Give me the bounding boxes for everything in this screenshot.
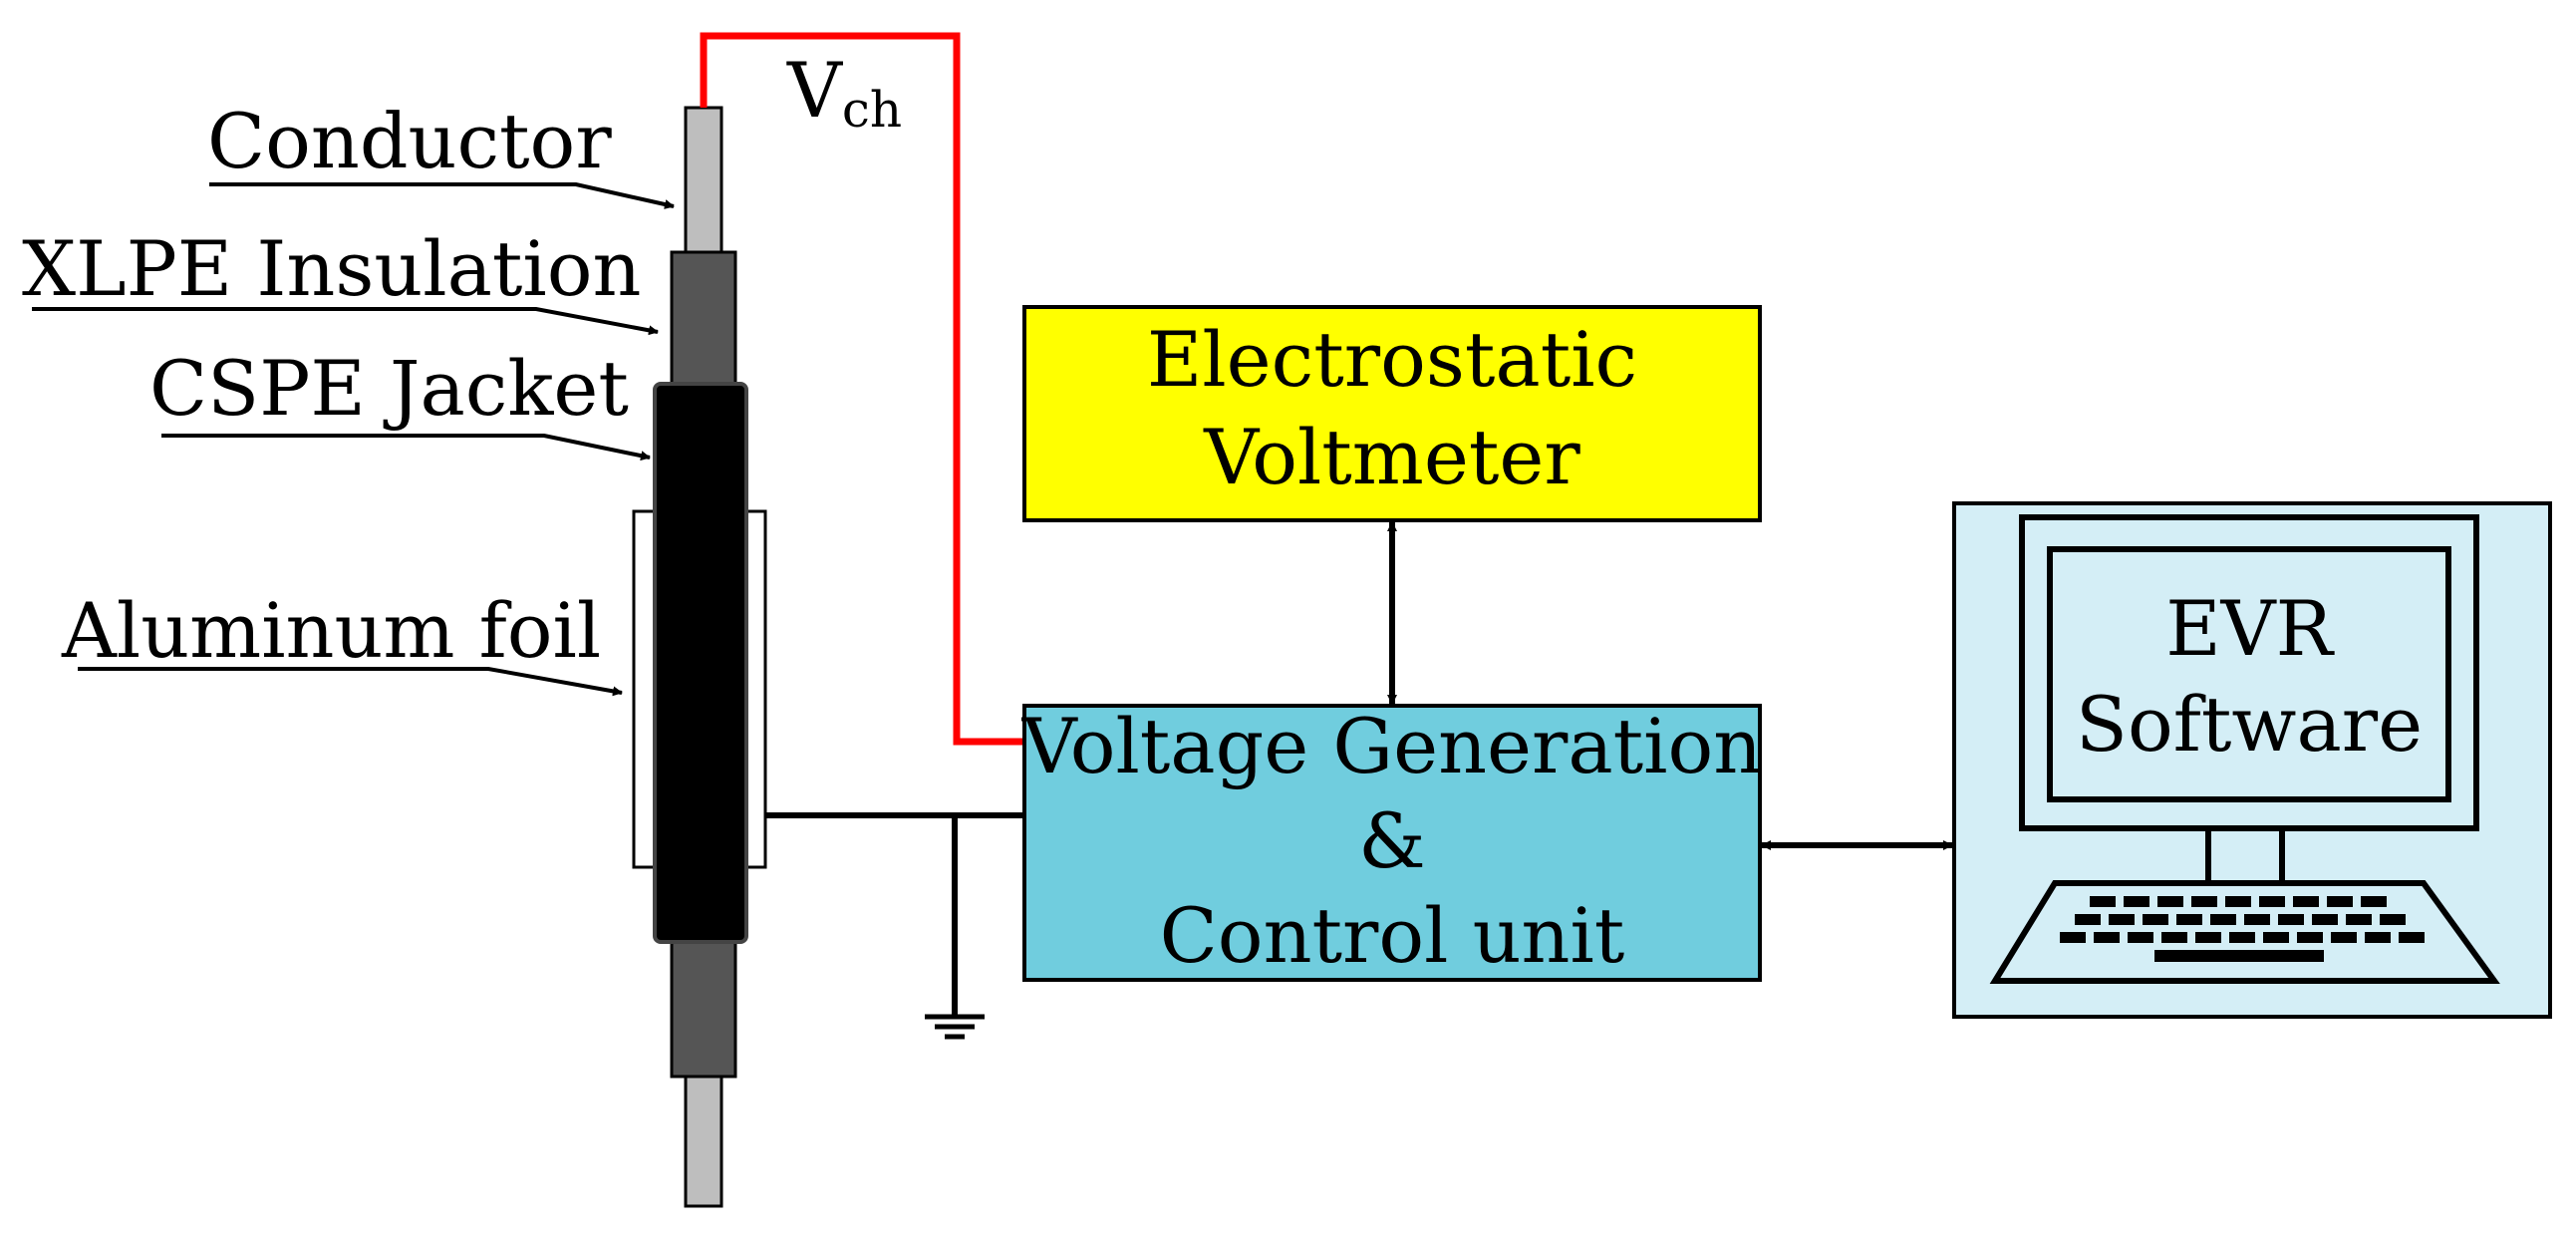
software-line2: Software [2076,680,2423,769]
cspe-jacket [653,382,748,944]
keyboard-keys [2060,896,2425,962]
foil-label: Aluminum foil [61,586,601,675]
cspe-label: CSPE Jacket [149,344,629,433]
conductor-bottom [684,1070,723,1208]
xlpe-leader-arrow [32,307,659,336]
computer: EVR Software [1952,501,2552,1019]
foil-label-group: Aluminum foil [61,586,623,697]
conductor-label: Conductor [207,97,612,185]
xlpe-insulation-bottom [670,940,737,1079]
conductor-leader-arrow [209,182,675,209]
voltmeter-box: Electrostatic Voltmeter [1022,305,1762,522]
xlpe-label: XLPE Insulation [22,224,641,313]
conductor-label-group: Conductor [207,97,675,209]
xlpe-label-group: XLPE Insulation [22,224,659,336]
foil-leader-arrow [78,667,623,697]
control-line2: & [1358,796,1426,885]
voltmeter-line2: Voltmeter [1203,413,1580,501]
vch-label: Vch [786,46,902,139]
control-unit-rect [1022,704,1762,982]
control-line3: Control unit [1160,891,1625,980]
control-line1: Voltage Generation [1021,702,1762,790]
control-unit-box: Voltage Generation & Control unit [1021,702,1762,982]
cable-sample [632,106,767,1208]
cspe-label-group: CSPE Jacket [149,344,651,462]
voltmeter-line1: Electrostatic [1147,315,1637,404]
software-line1: EVR [2165,584,2335,673]
voltmeter-rect [1022,305,1762,522]
charging-wire [700,32,1026,746]
vch-main: V [786,46,843,135]
xlpe-insulation-top [670,250,737,389]
ground-connection [765,812,1026,1040]
cspe-leader-arrow [161,434,651,462]
vch-subscript: ch [842,81,902,139]
conductor-top [684,106,723,257]
monitor-screen [2047,546,2451,802]
